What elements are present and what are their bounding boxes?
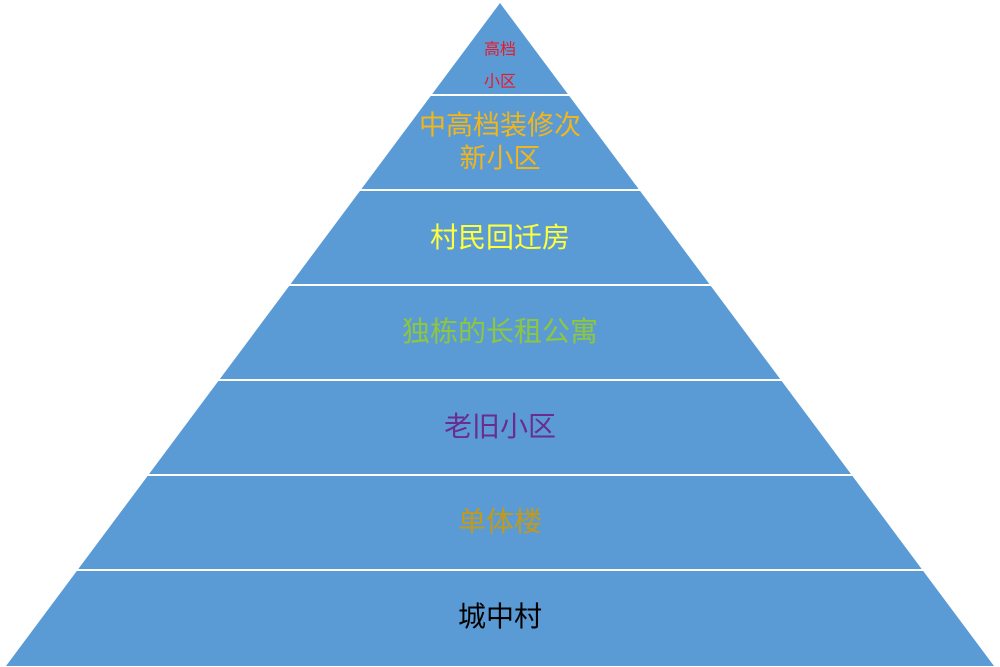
tier-2-label-line-1: 中高档装修次 (419, 111, 581, 142)
tier-5-label: 老旧小区 (444, 410, 556, 443)
tier-6-label: 单体楼 (458, 505, 542, 538)
tier-2-label-line-2: 新小区 (460, 144, 541, 175)
tier-4-label: 独栋的长租公寓 (402, 315, 598, 348)
pyramid-body (6, 3, 994, 666)
tier-7-label: 城中村 (458, 600, 542, 633)
tier-3-label: 村民回迁房 (430, 221, 570, 254)
tier-1-label-line-2: 小区 (484, 72, 516, 91)
tier-1-label-line-1: 高档 (484, 40, 516, 59)
